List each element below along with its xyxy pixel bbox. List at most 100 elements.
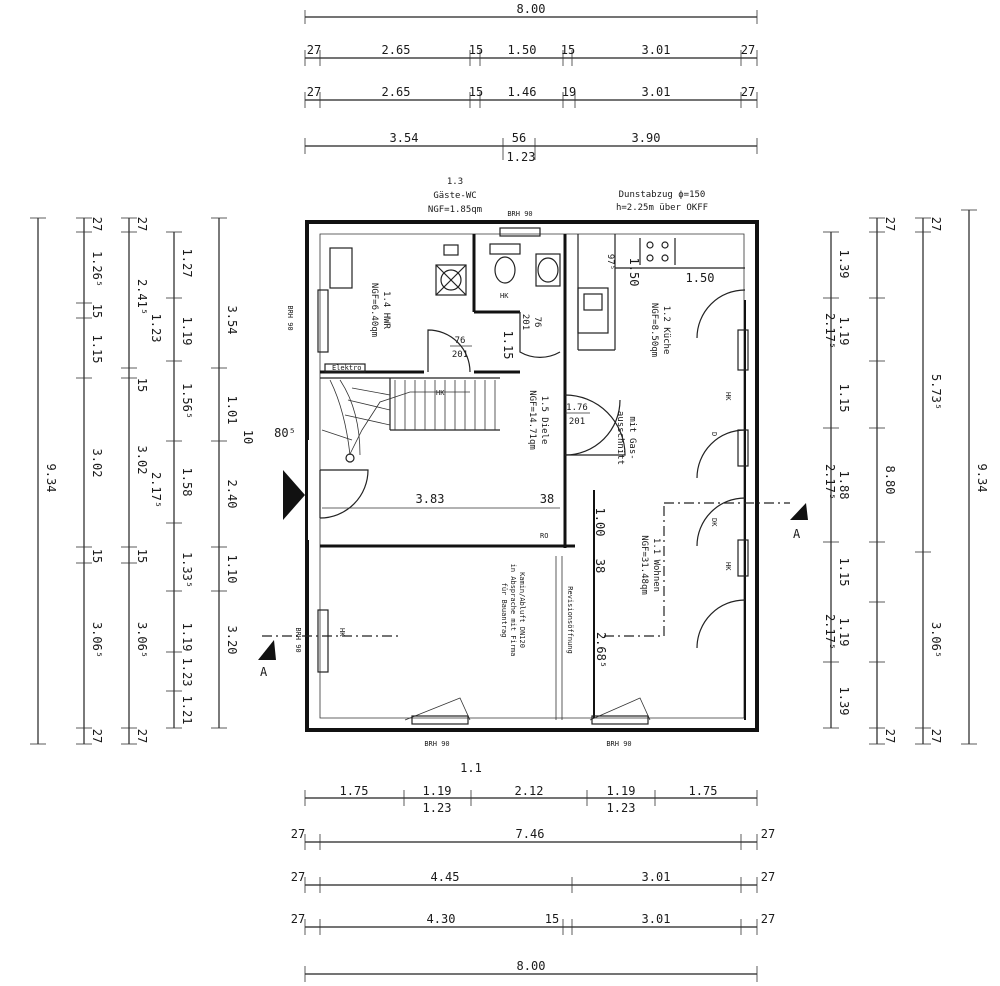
dim-left-c3-b: 2.41⁵: [135, 279, 149, 315]
dim-right-c1-d: 2.17⁵: [823, 614, 837, 650]
wohnen-number: 1.1: [651, 538, 661, 554]
dim-bot-r2-c: 27: [761, 827, 775, 841]
room-diele-label: 1.5 Diele NGF=14.71qm: [527, 390, 549, 450]
dim-bot-r1-d: 1.19: [607, 784, 636, 798]
dim-right-c2-c: 1.15: [837, 384, 851, 413]
dim-left-c4-c: 1.56⁵: [180, 383, 194, 419]
staircase: [321, 379, 496, 463]
diele-number-name: 1.5 Diele: [539, 396, 549, 445]
dim-top-r2-f: 3.01: [642, 43, 671, 57]
dim-top-total: 8.00: [517, 2, 546, 16]
kueche-area: NGF=8.50qm: [649, 303, 659, 357]
kueche-name: Küche: [661, 327, 671, 354]
top-dimension-chains: 8.00 27 2.65 15 1.50 15 3.01 27 27 2.65 …: [304, 2, 758, 164]
dim-top-r4-c: 3.90: [632, 131, 661, 145]
dim-right-c2-a: 27: [883, 217, 897, 231]
dim-left-c4-d: 1.58: [180, 468, 194, 497]
dim-left-c2-b: 1.26⁵: [90, 251, 104, 287]
door-hwr-width: 76: [455, 336, 466, 346]
dim-left-c5-a: 3.54: [225, 306, 239, 335]
dim-right-c3-b: 5.73⁵: [929, 374, 943, 410]
section-arrow-left-icon: [258, 640, 276, 660]
dim-top-r4-a: 3.54: [390, 131, 419, 145]
elektro-label: Elektro: [332, 364, 362, 372]
dim-bot-r2-a: 27: [291, 827, 305, 841]
note-3: in Absprache mit Firma: [509, 564, 517, 657]
door-hwr-height: 201: [452, 350, 468, 360]
dk-label: DK: [710, 518, 718, 527]
room-hwr-label: 1.4 HWR NGF=6.40qm: [369, 283, 391, 337]
ro-label: RO: [540, 532, 548, 540]
diele-dim-805: 80⁵: [274, 426, 296, 440]
kueche-dim-150: 1.50: [686, 271, 715, 285]
kueche-dim-975: 97⁵: [605, 254, 615, 270]
dim-left-c3-e: 3.02: [135, 446, 149, 475]
dim-left-c4-b: 1.19: [180, 317, 194, 346]
dunstabzug-label: Dunstabzug ϕ=150: [619, 190, 706, 200]
dim-right-c1-b: 2.17⁵: [823, 313, 837, 349]
dim-left-c2-d: 1.15: [90, 335, 104, 364]
dim-bot-r1-b: 1.19: [423, 784, 452, 798]
hk-wohnen: HK: [724, 562, 732, 571]
gas-label: mit Gas-: [627, 416, 637, 459]
section-line: A A: [258, 502, 808, 679]
dim-bot-r3-a: 27: [291, 870, 305, 884]
diele-area: NGF=14.71qm: [527, 390, 537, 450]
brh-left-lower: BRH 90: [294, 627, 302, 652]
dim-left-c3-d: 15: [135, 378, 149, 392]
dim-right-c1-a: 1.39: [837, 250, 851, 279]
note-2: Kamin/Abluft DN120: [518, 572, 526, 648]
dim-left-c3-i: 27: [135, 729, 149, 743]
section-label-left: A: [260, 665, 268, 679]
diele-number: 1.5: [539, 396, 549, 412]
dim-left-c5-e: 3.20: [225, 626, 239, 655]
dim-right-c3-a: 27: [929, 217, 943, 231]
dim-right-c2-g: 27: [883, 729, 897, 743]
wohnen-number-name: 1.1 Wohnen: [651, 538, 661, 592]
dim-top-r2-c: 15: [469, 43, 483, 57]
kueche-number: 1.2: [661, 306, 671, 322]
dim-bot-r3-b: 4.45: [431, 870, 460, 884]
diele-dim-383: 3.83: [416, 492, 445, 506]
dim-top-r2-b: 2.65: [382, 43, 411, 57]
dim-top-r3-f: 3.01: [642, 85, 671, 99]
diele-name: Diele: [539, 417, 549, 444]
wohnen-area: NGF=31.48qm: [639, 535, 649, 595]
dim-top-r3-a: 27: [307, 85, 321, 99]
dim-bot-r1-below-a: 1.23: [423, 801, 452, 815]
d-label: D: [710, 432, 718, 436]
hwr-area: NGF=6.40qm: [369, 283, 379, 337]
dim-bot-r3-d: 27: [761, 870, 775, 884]
dim-top-r3-e: 19: [562, 85, 576, 99]
dim-bot-r4-e: 27: [761, 912, 775, 926]
dim-right-c3-c: 8.80: [883, 466, 897, 495]
bottom-room-ref: 1.1: [460, 761, 482, 775]
room-kueche-label: 1.2 Küche NGF=8.50qm: [649, 303, 671, 357]
windows: [317, 227, 749, 725]
dim-top-r4-b: 56: [512, 131, 526, 145]
dim-left-c5-d: 1.10: [225, 555, 239, 584]
dim-left-c1: 9.34: [44, 464, 58, 493]
dim-bot-r1-e: 1.75: [689, 784, 718, 798]
gas-label-2: ausschnitt: [615, 411, 625, 465]
section-arrow-right-icon: [790, 503, 808, 520]
interior-walls: [320, 234, 746, 720]
dim-left-c2-h: 27: [90, 729, 104, 743]
dim-left-c2-a: 27: [90, 217, 104, 231]
dim-left-c3-a: 27: [135, 217, 149, 231]
hwr-number-name: 1.4 HWR: [381, 291, 391, 330]
dim-top-r3-b: 2.65: [382, 85, 411, 99]
dim-right-c2-d: 1.88: [837, 471, 851, 500]
left-dimension-chains: 9.34 27 1.26⁵ 15 1.15 3.02 15 3.06⁵ 27 2…: [30, 217, 239, 745]
dim-top-r2-a: 27: [307, 43, 321, 57]
dim-bot-r2-b: 7.46: [516, 827, 545, 841]
kitchen-fixtures: [577, 234, 745, 351]
dim-left-c2-c: 15: [90, 304, 104, 318]
room-wc-label: 1.3 Gäste-WC NGF=1.85qm: [428, 177, 482, 215]
kueche-number-name: 1.2 Küche: [661, 306, 671, 355]
dim-left-c4-a: 1.27: [180, 249, 194, 278]
dim-top-r2-e: 15: [561, 43, 575, 57]
entrance-door: [283, 440, 369, 540]
dim-left-c2-f: 15: [90, 549, 104, 563]
